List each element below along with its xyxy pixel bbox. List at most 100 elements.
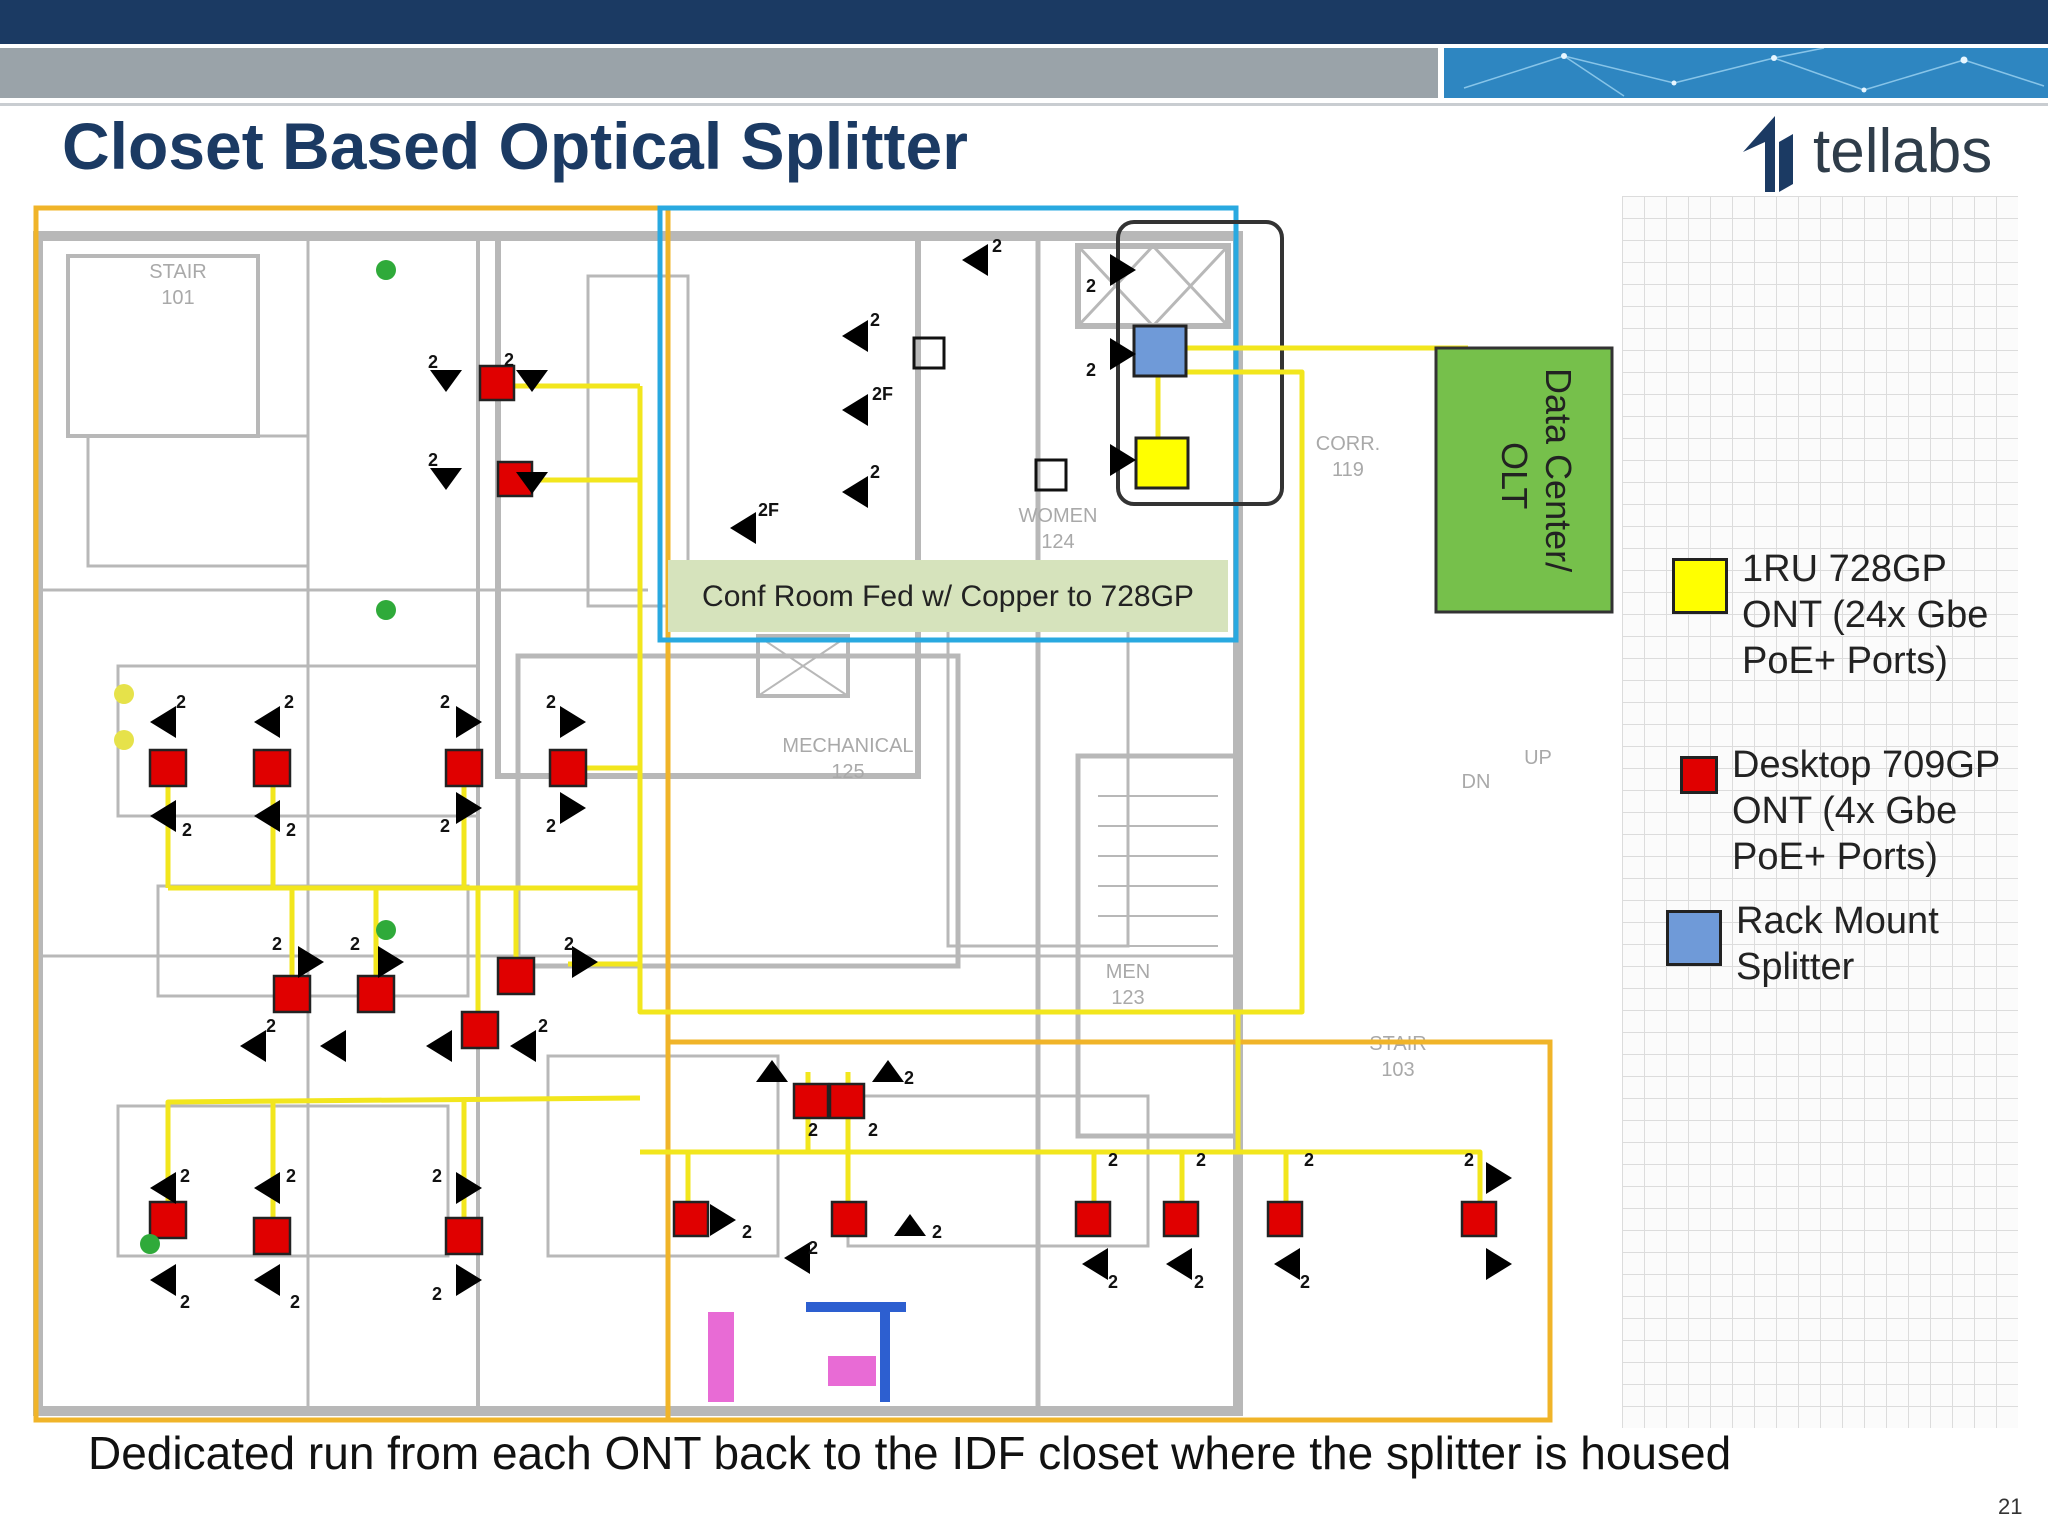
desktop-ont (252, 1216, 292, 1256)
desktop-ont (792, 1082, 830, 1120)
port-count-label: 2 (992, 236, 1002, 256)
room-number-123: 123 (1111, 987, 1144, 1009)
desktop-ont (444, 1216, 484, 1256)
desktop-ont (830, 1200, 868, 1238)
port-count-label: 2 (904, 1068, 914, 1088)
conf-room-zone-outline (657, 205, 1239, 643)
yellow-markers (114, 684, 134, 750)
port-count-label: 2 (428, 352, 438, 372)
desktop-ont (460, 1010, 500, 1050)
desktop-ont (496, 956, 536, 996)
header-navy-bar (0, 0, 2048, 44)
tellabs-logo: tellabs (1735, 112, 2035, 196)
port-count-label: 2 (440, 816, 450, 836)
conf-room-callout-text: Conf Room Fed w/ Copper to 728GP (702, 580, 1194, 613)
desktop-ont (1266, 1200, 1304, 1238)
port-count-label: 2 (1086, 360, 1096, 380)
port-count-label: 2 (1196, 1150, 1206, 1170)
port-count-label: 2 (1464, 1150, 1474, 1170)
desktop-ont (356, 974, 396, 1014)
room-label-mechanical: MECHANICAL (782, 735, 913, 757)
room-label-women: WOMEN (1019, 505, 1098, 527)
desktop-ont-group (148, 364, 1498, 1256)
legend-swatch-yellow (1672, 558, 1728, 614)
port-count-label: 2 (870, 462, 880, 482)
port-count-label: 2 (286, 1166, 296, 1186)
port-count-label: 2 (1304, 1150, 1314, 1170)
desktop-ont (548, 748, 588, 788)
port-count-label: 2 (266, 1016, 276, 1036)
port-count-label: 2 (1086, 276, 1096, 296)
room-number-101: 101 (161, 287, 194, 309)
olt-label-line2: OLT (1494, 442, 1535, 509)
header-gray-bar (0, 48, 1438, 98)
zone-outlines (33, 205, 1553, 1423)
stair-up-label: UP (1524, 747, 1552, 769)
port-count-label: 2 (272, 934, 282, 954)
desktop-ont (444, 748, 484, 788)
port-count-labels: 2 2 2 2 2 2 2 2 2 2 2 2 2 2 2 2 2 2 2 2 … (176, 236, 1474, 1312)
port-count-label: 2 (808, 1238, 818, 1258)
stair-dn-label: DN (1462, 771, 1491, 793)
legend-text-709gp: Desktop 709GP ONT (4x Gbe PoE+ Ports) (1732, 744, 2001, 878)
port-count-label-f: 2F (872, 384, 893, 404)
port-count-label: 2 (808, 1120, 818, 1140)
port-count-label: 2 (538, 1016, 548, 1036)
magenta-equipment (708, 1312, 876, 1402)
legend-text-splitter: Rack Mount Splitter (1736, 900, 1939, 988)
blue-equipment (806, 1302, 906, 1402)
conf-jack (1034, 458, 1068, 492)
rack-mount-splitter (1132, 324, 1188, 378)
port-count-label: 2 (432, 1284, 442, 1304)
wall-jack-marks (912, 336, 1068, 492)
network-pattern-graphic (1463, 48, 2045, 97)
port-count-label: 2 (176, 692, 186, 712)
port-count-label: 2 (870, 310, 880, 330)
south-zone-outline (36, 1039, 1553, 1423)
port-count-label: 2 (286, 820, 296, 840)
desktop-ont (828, 1082, 866, 1120)
desktop-ont (148, 748, 188, 788)
olt-label-line1: Data Center/ (1538, 368, 1579, 572)
port-count-label: 2 (742, 1222, 752, 1242)
floor-plan-diagram: STAIR 101 CORR. 119 MECHANICAL 125 WOMEN… (33, 205, 1614, 1423)
port-count-label: 2 (180, 1292, 190, 1312)
port-count-label: 2 (440, 692, 450, 712)
page-number: 21 (1998, 1494, 2023, 1519)
port-count-label: 2 (1108, 1150, 1118, 1170)
port-count-label: 2 (290, 1292, 300, 1312)
room-label-men: MEN (1106, 961, 1150, 983)
port-count-label: 2 (1194, 1272, 1204, 1292)
legend-swatch-red (1680, 756, 1718, 794)
port-count-label: 2 (180, 1166, 190, 1186)
legend-text-728gp: 1RU 728GP ONT (24x Gbe PoE+ Ports) (1742, 548, 1989, 682)
room-number-103: 103 (1381, 1059, 1414, 1081)
page-title: Closet Based Optical Splitter (62, 109, 968, 183)
desktop-ont (672, 1200, 710, 1238)
tellabs-mark-icon (1743, 116, 1793, 192)
port-count-label: 2 (564, 934, 574, 954)
desktop-ont (478, 364, 516, 402)
conf-jack (912, 336, 946, 370)
legend-panel: 1RU 728GP ONT (24x Gbe PoE+ Ports) Deskt… (1622, 196, 2018, 1428)
port-count-label: 2 (546, 692, 556, 712)
port-count-label: 2 (428, 450, 438, 470)
port-count-label: 2 (350, 934, 360, 954)
desktop-ont (252, 748, 292, 788)
port-count-label: 2 (868, 1120, 878, 1140)
desktop-ont (1460, 1200, 1498, 1238)
logo-wordmark: tellabs (1813, 117, 1993, 186)
header-network-banner (1444, 48, 2048, 98)
desktop-ont (1074, 1200, 1112, 1238)
port-count-label: 2 (1108, 1272, 1118, 1292)
data-center-olt-block (1434, 346, 1614, 614)
port-count-label: 2 (546, 816, 556, 836)
header-divider (0, 103, 2048, 106)
port-count-label-f: 2F (758, 500, 779, 520)
desktop-ont (148, 1200, 188, 1240)
legend-swatch-blue (1666, 910, 1722, 966)
port-count-label: 2 (182, 820, 192, 840)
desktop-ont (1162, 1200, 1200, 1238)
desktop-ont (272, 974, 312, 1014)
room-label-stair-101: STAIR (149, 261, 206, 283)
